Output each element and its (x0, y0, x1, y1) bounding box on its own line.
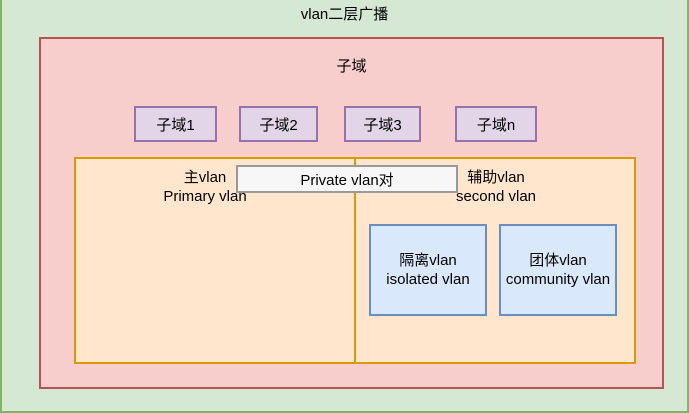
primary-vlan-label: 主vlan Primary vlan (125, 168, 285, 206)
subdomain-box-n: 子域n (455, 106, 537, 142)
private-vlan-divider (354, 159, 356, 362)
secondary-vlan-label-cn: 辅助vlan (467, 169, 525, 186)
isolated-vlan-box: 隔离vlan isolated vlan (369, 224, 487, 316)
isolated-vlan-label-en: isolated vlan (386, 271, 470, 288)
private-vlan-pair-box: Private vlan对 (236, 165, 458, 193)
diagram-title: vlan二层广播 (300, 6, 389, 23)
subdomain-container: 子域 子域1 子域2 子域3 子域n 主vlan Primary vlan Pr… (39, 37, 664, 389)
secondary-vlan-label-en: second vlan (455, 188, 537, 205)
private-vlan-pair-label: Private vlan对 (300, 171, 394, 189)
isolated-vlan-label-cn: 隔离vlan (399, 252, 457, 269)
subdomain-box-1: 子域1 (134, 106, 217, 142)
community-vlan-box: 团体vlan community vlan (499, 224, 617, 316)
subdomain-box-3: 子域3 (344, 106, 421, 142)
primary-vlan-label-cn: 主vlan (183, 169, 227, 186)
private-vlan-container: 主vlan Primary vlan Private vlan对 辅助vlan … (74, 157, 636, 364)
community-vlan-label-cn: 团体vlan (529, 252, 587, 269)
community-vlan-label-en: community vlan (505, 271, 611, 288)
secondary-vlan-label: 辅助vlan second vlan (416, 168, 576, 206)
primary-vlan-label-en: Primary vlan (163, 188, 247, 205)
subdomain-box-2: 子域2 (239, 106, 318, 142)
subdomain-container-label: 子域 (336, 58, 367, 75)
